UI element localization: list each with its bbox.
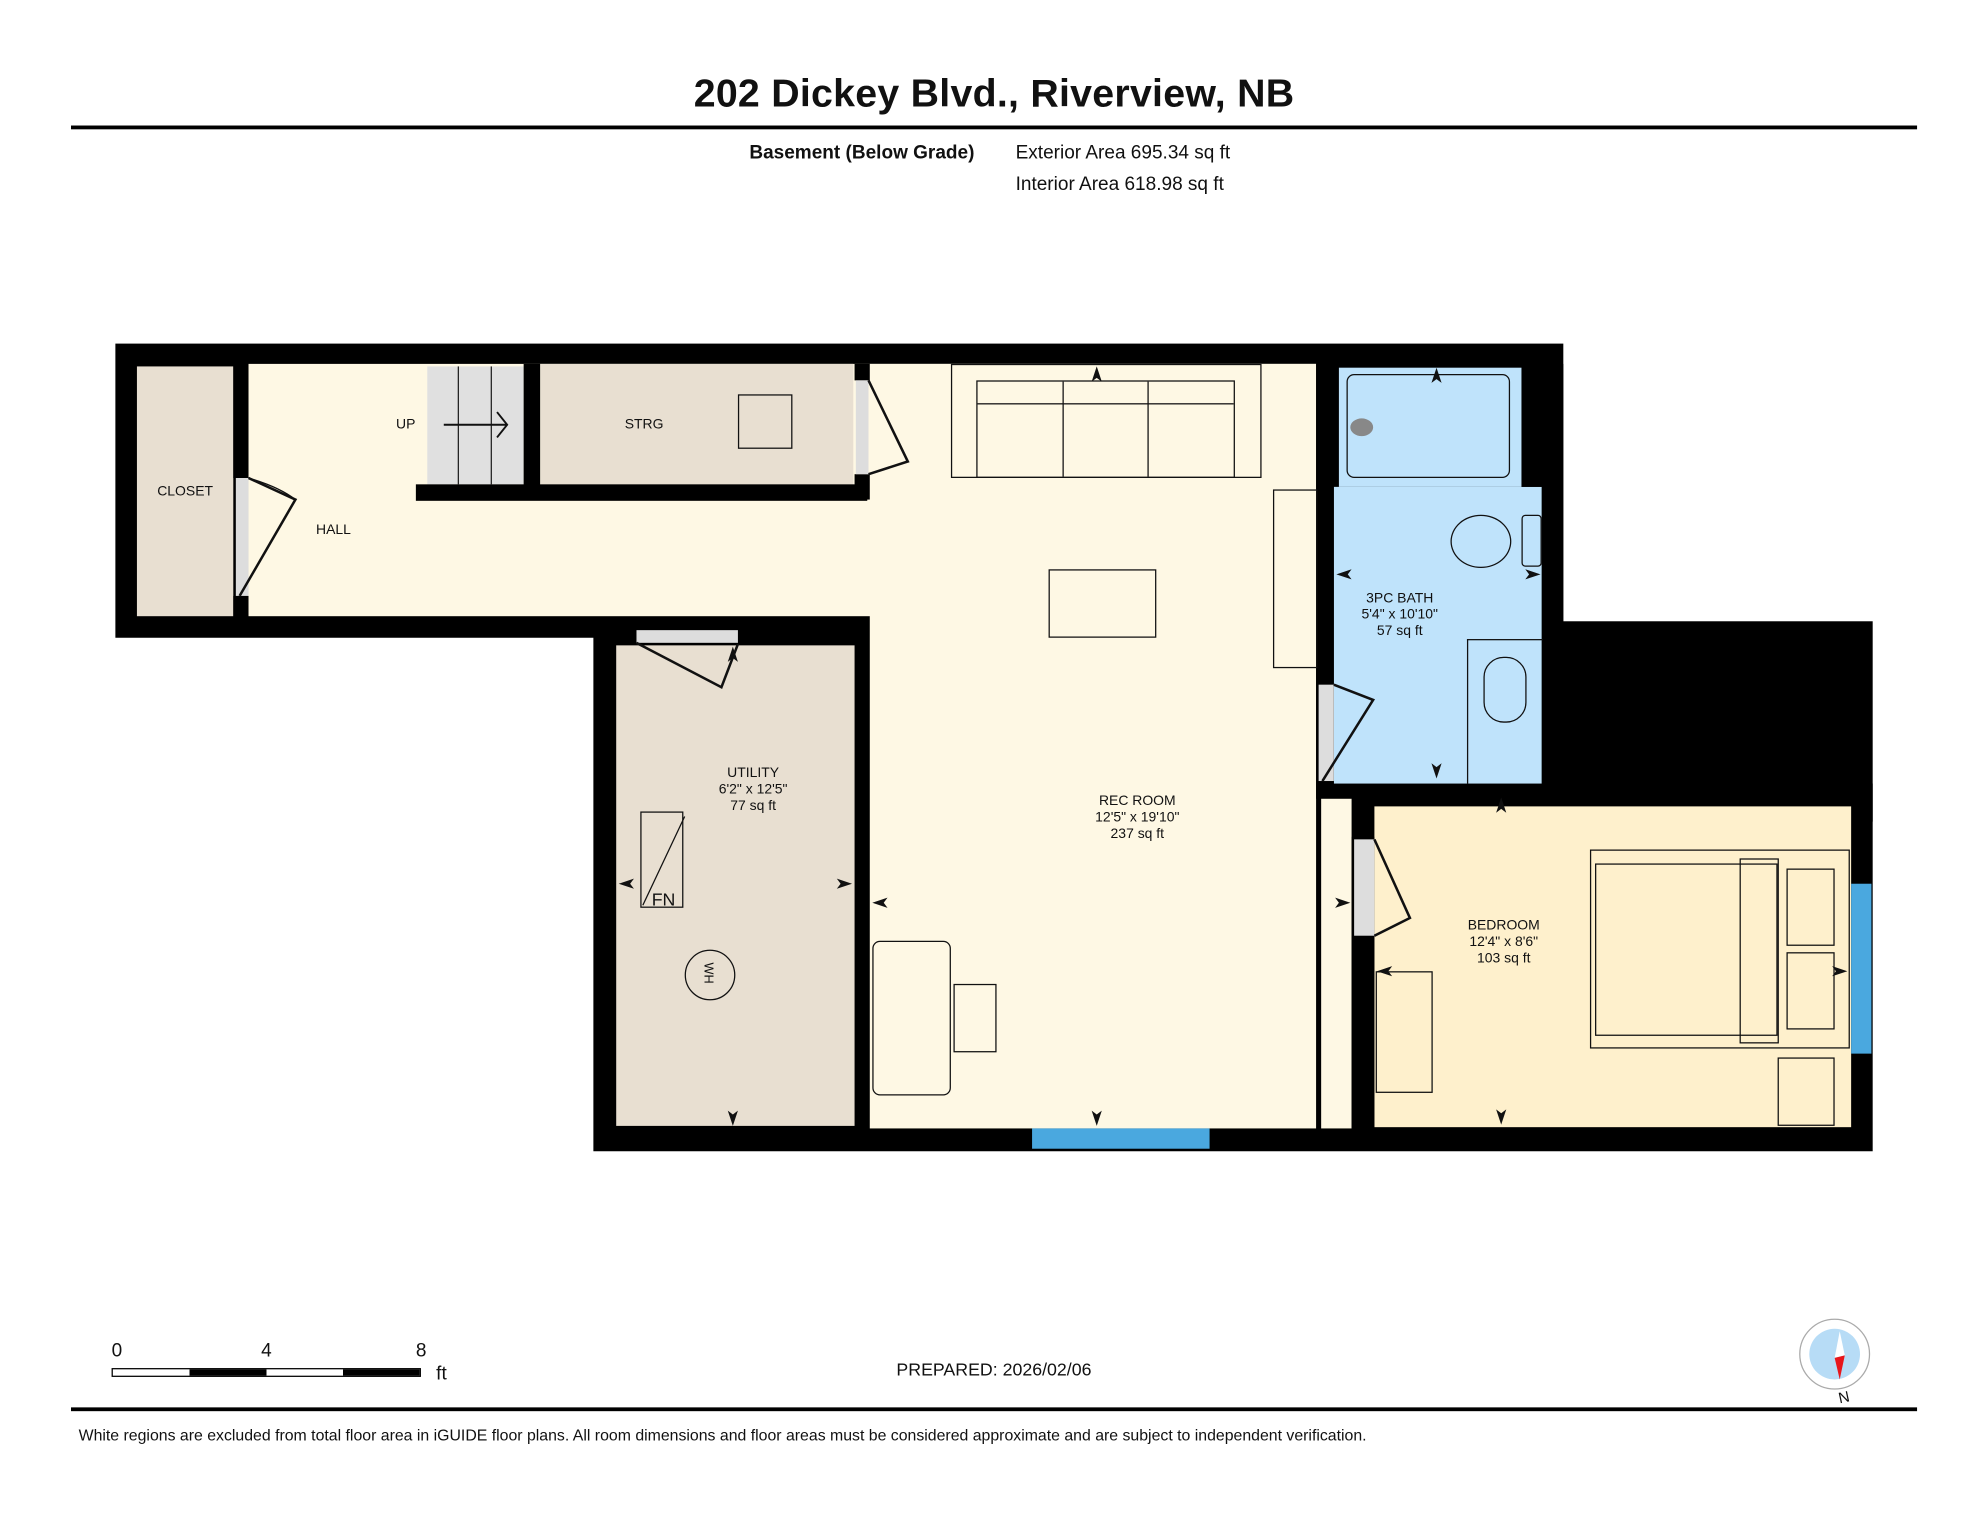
scale-unit: ft (436, 1362, 447, 1385)
bath-door-opening[interactable] (1318, 684, 1334, 782)
room-label-closet: CLOSET (157, 484, 214, 500)
scale-tick-4: 4 (261, 1340, 272, 1362)
bedroom-window (1851, 883, 1872, 1054)
disclaimer: White regions are excluded from total fl… (78, 1426, 1367, 1445)
exterior-area: Exterior Area 695.34 sq ft (1015, 142, 1231, 164)
bed-mattress (1595, 863, 1778, 1036)
room-area: 103 sq ft (1476, 950, 1531, 967)
compass-needle-icon (1834, 1331, 1845, 1380)
furnace-label: FN (651, 888, 676, 910)
vanity (1466, 639, 1544, 641)
closet-wall-upper (233, 363, 249, 478)
footer-divider (71, 1407, 1918, 1412)
sink (1483, 656, 1527, 723)
room-dims: 12'5" x 19'10" (1095, 810, 1180, 826)
water-heater: WH (684, 949, 736, 1001)
room-area: 77 sq ft (730, 798, 776, 814)
shower-head-icon (1350, 418, 1374, 437)
scale-tick-0: 0 (111, 1340, 123, 1362)
coffee-table (1048, 569, 1157, 638)
room-label-bedroom: BEDROOM 12'4" x 8'6" 103 sq ft (1468, 918, 1540, 967)
storage-door-opening[interactable] (855, 380, 869, 475)
utility-floor[interactable] (616, 645, 855, 1126)
floor-plan: FN WH (115, 343, 1873, 1152)
pillow (1786, 868, 1835, 946)
storage-floor[interactable] (540, 363, 854, 486)
dresser (1375, 971, 1433, 1093)
room-dims: 5'4" x 10'10" (1361, 607, 1439, 623)
room-area: 237 sq ft (1110, 826, 1165, 842)
page-title: 202 Dickey Blvd., Riverview, NB (693, 71, 1295, 116)
room-dims: 6'2" x 12'5" (718, 782, 788, 798)
room-label-rec-room: REC ROOM 12'5" x 19'10" 237 sq ft (1095, 794, 1179, 843)
scale-bar: 0 4 8 ft (111, 1340, 467, 1391)
bed-blanket-fold (1739, 858, 1779, 1044)
bedroom-floor[interactable] (1374, 806, 1852, 1128)
room-name: REC ROOM (1098, 793, 1176, 809)
room-label-bath: 3PC BATH 5'4" x 10'10" 57 sq ft (1362, 591, 1438, 640)
sofa-cushions (976, 380, 1235, 478)
utility-door-opening[interactable] (636, 630, 738, 643)
dimension-arrows (618, 366, 1848, 1126)
furnace: FN (640, 811, 684, 910)
floor-plan-linework (238, 366, 1848, 1126)
rec-room-floor[interactable] (869, 363, 1317, 1129)
shower-tray (1346, 374, 1511, 478)
bedroom-door-opening[interactable] (1354, 839, 1375, 936)
interior-area: Interior Area 618.98 sq ft (1015, 173, 1224, 196)
room-dims: 12'4" x 8'6" (1469, 934, 1539, 950)
scale-bar-graphic (111, 1368, 421, 1377)
room-label-utility: UTILITY 6'2" x 12'5" 77 sq ft (719, 766, 788, 815)
scale-tick-8: 8 (415, 1340, 427, 1362)
chair (953, 983, 997, 1053)
prepared-date: PREPARED: 2026/02/06 (896, 1359, 1092, 1380)
floor-label: Basement (Below Grade) (749, 142, 975, 164)
room-name: BEDROOM (1467, 917, 1540, 934)
header-divider (71, 125, 1918, 130)
nightstand (1777, 1057, 1835, 1126)
room-label-storage: STRG (624, 417, 664, 433)
closet-wall-lower (233, 595, 249, 619)
bed (1589, 849, 1850, 1049)
room-name: 3PC BATH (1366, 590, 1434, 607)
rec-room-floor-east (1321, 798, 1352, 1129)
room-name: UTILITY (727, 765, 780, 782)
toilet-tank (1521, 514, 1542, 567)
room-area: 57 sq ft (1376, 623, 1423, 640)
rec-room-window (1032, 1128, 1210, 1149)
room-label-hall: HALL (316, 522, 351, 538)
closet-door-opening[interactable] (235, 477, 249, 596)
storage-box (737, 394, 793, 449)
stair-storage-wall (415, 484, 868, 501)
toilet-bowl (1450, 514, 1512, 569)
stairs-label: UP (396, 417, 416, 433)
tv-console (1272, 489, 1318, 669)
desk (872, 940, 951, 1096)
compass-icon (1799, 1318, 1871, 1390)
pillow (1786, 952, 1835, 1030)
closet-floor[interactable] (136, 366, 234, 617)
